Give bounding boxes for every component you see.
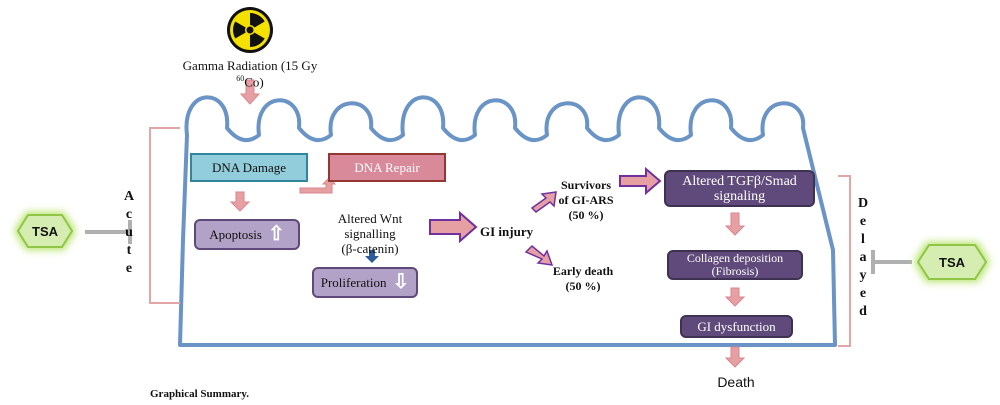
delayed-letter: D [857, 196, 869, 211]
wnt-to-proliferation-arrow [365, 250, 379, 263]
right-inhibition-line [871, 250, 912, 274]
wnt-line: Altered Wnt [337, 211, 403, 226]
early-death-line: (50 %) [565, 279, 601, 293]
tgf-to-collagen-arrow [724, 212, 746, 236]
apoptosis-box: Apoptosis ⇧ [194, 219, 300, 250]
wnt-line: signalling [344, 226, 396, 241]
dysfunction-to-death-arrow [724, 346, 746, 368]
collagen-to-dysfunction-arrow [724, 287, 746, 307]
acute-bracket [149, 127, 180, 304]
delayed-letter: a [859, 250, 867, 265]
acute-letter: u [125, 225, 133, 240]
intestinal-villi-outline [178, 95, 837, 347]
isotope-text: Co) [244, 74, 264, 90]
radiation-text: Gamma Radiation (15 Gy [182, 58, 318, 73]
decrease-arrow-icon: ⇩ [392, 271, 410, 293]
left-tsa-hexagon [14, 212, 76, 250]
to-survivors-arrow [619, 166, 662, 196]
dna-damage-box: DNA Damage [190, 153, 308, 182]
gi-injury-text: GI injury [480, 224, 534, 239]
survivors-line: of GI-ARS [558, 193, 614, 207]
collagen-box: Collagen deposition(Fibrosis) [667, 250, 803, 280]
survivors-line: (50 %) [568, 208, 604, 222]
gi-dysfunction-box: GI dysfunction [680, 315, 793, 338]
radiation-icon [227, 7, 273, 53]
tsa-left-label: TSA [32, 223, 58, 239]
proliferation-label: Proliferation [320, 275, 387, 290]
left-inhibition-line [85, 220, 132, 244]
delayed-letter: e [859, 214, 867, 229]
down-to-early-death-arrow [524, 244, 554, 266]
caption: Graphical Summary. [150, 388, 250, 400]
tgf-line: Altered TGFβ/Smad [682, 173, 797, 189]
isotope-mass: 60 [236, 74, 245, 83]
early-death-text: Early death(50 %) [545, 264, 621, 294]
dna-repair-box: DNA Repair [328, 153, 446, 182]
to-gi-injury-arrow [429, 210, 478, 244]
damage-to-apoptosis-arrow [229, 191, 251, 212]
tgf-line: signaling [713, 188, 766, 204]
right-tsa-hexagon [914, 242, 990, 282]
acute-letter: A [123, 189, 135, 204]
survivors-line: Survivors [560, 178, 611, 192]
radiation-label: Gamma Radiation (15 Gy 60Co) [170, 58, 330, 90]
proliferation-box: Proliferation ⇩ [312, 267, 418, 298]
delayed-letter: d [859, 304, 867, 319]
delayed-letter: l [861, 232, 865, 247]
increase-arrow-icon: ⇧ [267, 223, 285, 245]
acute-letter: e [125, 261, 133, 276]
acute-letter: c [125, 207, 133, 222]
collagen-line: (Fibrosis) [711, 264, 759, 278]
delayed-bracket [838, 175, 851, 347]
collagen-line: Collagen deposition [686, 251, 784, 265]
apoptosis-label: Apoptosis [209, 227, 262, 242]
up-to-survivors-arrow [530, 191, 557, 213]
death-text: Death [717, 374, 755, 390]
acute-letter: t [126, 243, 132, 258]
early-death-line: Early death [552, 264, 614, 278]
delayed-letter: y [859, 268, 867, 283]
delayed-letter: e [859, 286, 867, 301]
wnt-line: (β-catenin) [341, 241, 399, 256]
radiation-arrow [239, 79, 261, 105]
tsa-right-label: TSA [939, 254, 965, 270]
